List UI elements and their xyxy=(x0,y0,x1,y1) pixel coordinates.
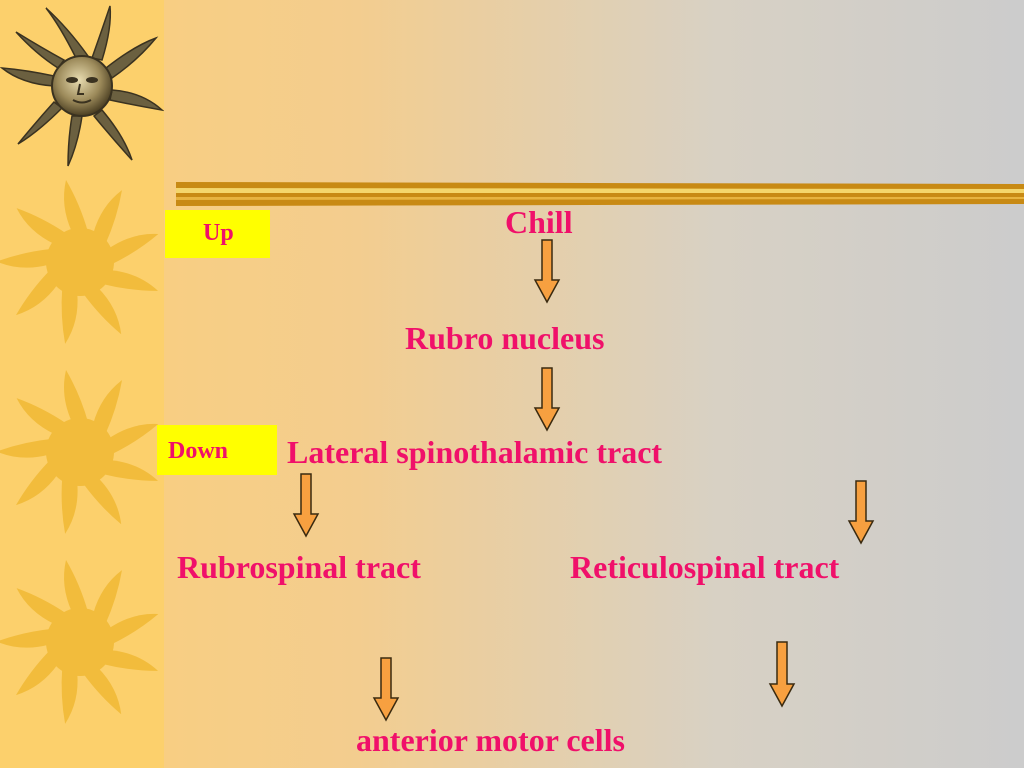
node-rubrospinal-tract: Rubrospinal tract xyxy=(177,549,421,585)
node-anterior-motor-cells: anterior motor cells xyxy=(356,722,625,758)
arrow-down-icon xyxy=(292,473,320,538)
sun-icon xyxy=(0,370,163,535)
up-button-label: Up xyxy=(203,220,234,246)
arrow-down-icon xyxy=(533,239,561,304)
down-button[interactable]: Down xyxy=(157,425,277,475)
sun-face-icon xyxy=(0,5,164,167)
arrow-down-icon xyxy=(533,367,561,432)
sun-icon xyxy=(0,180,159,344)
sun-icon xyxy=(0,560,163,725)
node-chill: Chill xyxy=(505,204,573,240)
down-button-label: Down xyxy=(168,438,229,464)
node-reticulospinal-tract: Reticulospinal tract xyxy=(570,549,840,585)
decorative-sidebar xyxy=(0,0,164,768)
up-button[interactable]: Up xyxy=(165,210,270,258)
arrow-down-icon xyxy=(768,641,796,708)
node-lateral-spinothalamic-tract: Lateral spinothalamic tract xyxy=(287,434,663,470)
arrow-down-icon xyxy=(847,480,875,545)
node-rubro-nucleus: Rubro nucleus xyxy=(405,320,605,356)
title-rule xyxy=(176,182,1024,206)
arrow-down-icon xyxy=(372,657,400,722)
